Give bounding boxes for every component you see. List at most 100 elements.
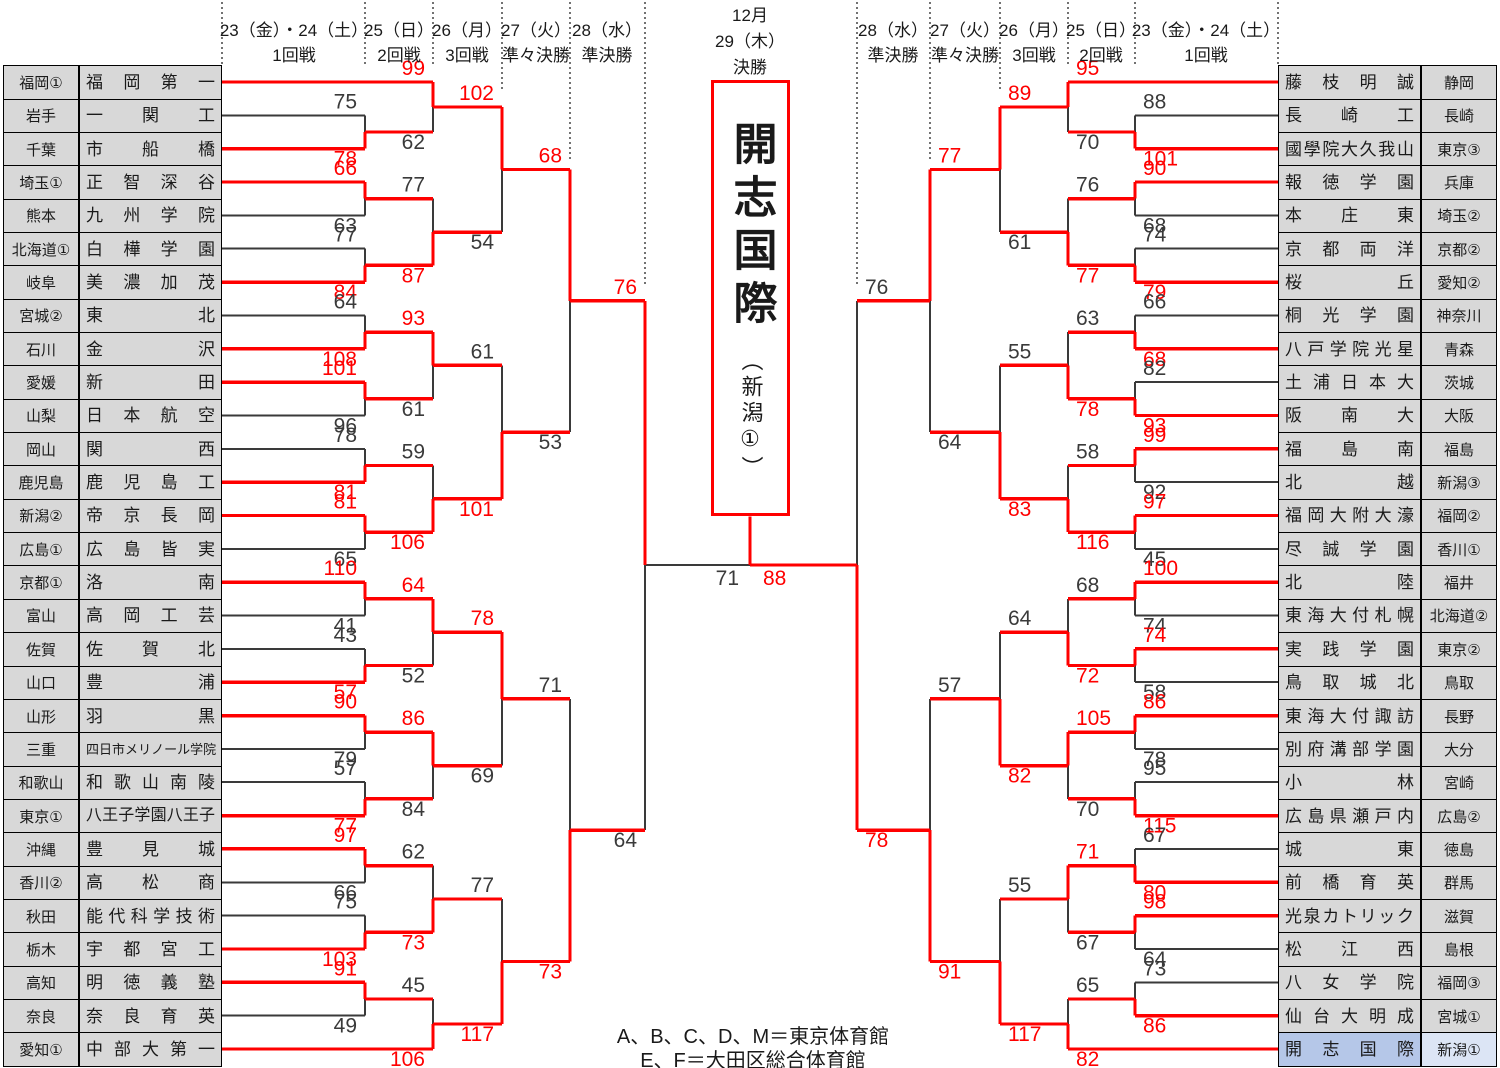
team-cell: 八女学院 bbox=[1278, 965, 1421, 1000]
team-cell: 九州学院 bbox=[79, 198, 222, 234]
team-name: 城東 bbox=[1285, 839, 1414, 859]
pref-cell: 宮城② bbox=[3, 298, 79, 334]
team-cell: 高岡工芸 bbox=[79, 598, 222, 634]
score-label: 69 bbox=[471, 765, 494, 788]
score-label: 58 bbox=[1143, 681, 1166, 704]
score-label: 68 bbox=[1143, 348, 1166, 371]
round-header-line: 27（火） bbox=[930, 21, 1000, 40]
round-header: 27（火）準々決勝 bbox=[930, 18, 1000, 68]
team-cell: 関西 bbox=[79, 432, 222, 467]
score-label: 76 bbox=[865, 276, 888, 299]
team-name: 高松商 bbox=[86, 873, 215, 893]
score-label: 92 bbox=[1143, 481, 1166, 504]
pref-cell: 三重 bbox=[3, 732, 79, 767]
team-cell: 小林 bbox=[1278, 765, 1421, 800]
pref-cell: 山口 bbox=[3, 665, 79, 700]
team-name: 北陸 bbox=[1285, 573, 1414, 593]
round-header-line: 3回戦 bbox=[1012, 46, 1056, 65]
pref-cell: 愛知① bbox=[3, 1032, 79, 1067]
round-header-line: 25（日） bbox=[1066, 21, 1136, 40]
team-name: 広島県瀬戸内 bbox=[1285, 806, 1414, 826]
pref-cell: 熊本 bbox=[3, 198, 79, 234]
pref-cell: 東京② bbox=[1421, 632, 1497, 667]
venue-note-2: E、F＝大田区総合体育館 bbox=[640, 1050, 866, 1068]
team-name: 能代科学技術 bbox=[86, 906, 215, 926]
team-cell: 福岡第一 bbox=[79, 65, 222, 100]
team-name: 実践学園 bbox=[1285, 639, 1414, 659]
round-header: 23（金）・24（土）1回戦 bbox=[220, 18, 368, 68]
pref-cell: 福島 bbox=[1421, 432, 1497, 467]
pref-cell: 静岡 bbox=[1421, 65, 1497, 100]
pref-cell: 大阪 bbox=[1421, 398, 1497, 434]
team-name: 前橋育英 bbox=[1285, 873, 1414, 893]
score-label: 84 bbox=[334, 281, 358, 304]
score-label: 101 bbox=[322, 357, 357, 380]
score-label: 101 bbox=[459, 498, 494, 521]
round-header-line: 26（月） bbox=[999, 21, 1069, 40]
pref-cell: 秋田 bbox=[3, 898, 79, 934]
pref-cell: 滋賀 bbox=[1421, 898, 1497, 934]
pref-cell: 神奈川 bbox=[1421, 298, 1497, 334]
team-cell: 國學院大久我山 bbox=[1278, 131, 1421, 167]
team-name: 八女学院 bbox=[1285, 973, 1414, 993]
pref-cell: 新潟① bbox=[1421, 1032, 1497, 1067]
team-cell: 東海大付諏訪 bbox=[1278, 698, 1421, 734]
score-label: 96 bbox=[334, 414, 357, 437]
pref-cell: 兵庫 bbox=[1421, 165, 1497, 200]
team-cell: 桜丘 bbox=[1278, 265, 1421, 300]
pref-cell: 宮城① bbox=[1421, 998, 1497, 1034]
score-label: 62 bbox=[402, 841, 425, 864]
team-name: 八王子学園八王子 bbox=[86, 807, 215, 825]
team-name: 土浦日本大 bbox=[1285, 373, 1414, 393]
pref-cell: 島根 bbox=[1421, 932, 1497, 967]
score-label: 65 bbox=[334, 548, 357, 571]
pref-cell: 徳島 bbox=[1421, 832, 1497, 867]
score-label: 79 bbox=[1143, 281, 1166, 304]
score-label: 103 bbox=[322, 948, 357, 971]
team-name: 北越 bbox=[1285, 473, 1414, 493]
champion-prefecture: （新潟①） bbox=[738, 348, 764, 482]
team-name: 藤枝明誠 bbox=[1285, 72, 1414, 92]
final-day: 29（木） bbox=[715, 32, 785, 51]
score-label: 93 bbox=[402, 307, 425, 330]
score-label: 55 bbox=[1008, 340, 1031, 363]
champion-name: 開志国際 bbox=[726, 120, 776, 333]
venue-note-1: A、B、C、D、M＝東京体育館 bbox=[616, 1026, 890, 1048]
team-name: 日本航空 bbox=[86, 406, 215, 426]
team-cell: 美濃加茂 bbox=[79, 265, 222, 300]
score-label: 86 bbox=[1143, 1015, 1166, 1038]
team-name: 松江西 bbox=[1285, 939, 1414, 959]
team-name: 和歌山南陵 bbox=[86, 773, 215, 793]
score-label: 87 bbox=[402, 264, 425, 287]
round-header: 26（月） 3回戦 bbox=[999, 18, 1069, 68]
score-label: 105 bbox=[1076, 707, 1111, 730]
score-label: 70 bbox=[1076, 131, 1099, 154]
score-label: 78 bbox=[1076, 398, 1099, 421]
score-label: 76 bbox=[1076, 174, 1099, 197]
score-label: 73 bbox=[402, 931, 425, 954]
team-name: 鳥取城北 bbox=[1285, 673, 1414, 693]
team-cell: 藤枝明誠 bbox=[1278, 65, 1421, 100]
round-header-line: 28（水） bbox=[858, 21, 928, 40]
score-label: 45 bbox=[1143, 548, 1166, 571]
pref-cell: 北海道① bbox=[3, 232, 79, 267]
score-label: 64 bbox=[938, 431, 962, 454]
team-cell: 宇都宮工 bbox=[79, 932, 222, 967]
team-cell: 和歌山南陵 bbox=[79, 765, 222, 800]
team-name: 福岡大附大濠 bbox=[1285, 506, 1414, 526]
score-label: 63 bbox=[334, 214, 357, 237]
team-cell: 北陸 bbox=[1278, 565, 1421, 600]
pref-cell: 山梨 bbox=[3, 398, 79, 434]
score-label: 101 bbox=[1143, 148, 1178, 171]
score-label: 81 bbox=[334, 490, 357, 513]
score-label: 73 bbox=[1143, 957, 1166, 980]
score-label: 62 bbox=[402, 131, 425, 154]
team-cell: 市船橋 bbox=[79, 131, 222, 167]
score-label: 90 bbox=[334, 691, 357, 714]
team-cell: 城東 bbox=[1278, 832, 1421, 867]
team-name: 報徳学園 bbox=[1285, 173, 1414, 192]
pref-cell: 福岡② bbox=[1421, 498, 1497, 534]
score-label: 63 bbox=[1076, 307, 1099, 330]
